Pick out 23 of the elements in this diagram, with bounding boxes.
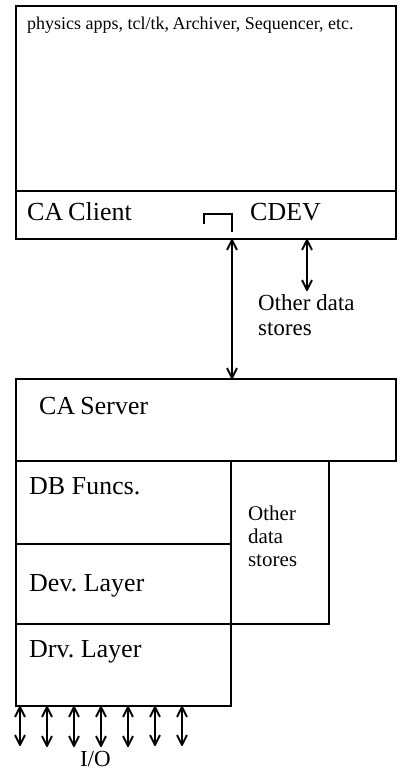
node-label: physics apps, tcl/tk, Archiver, Sequencer, etc.	[27, 13, 354, 35]
double-arrow	[301, 239, 313, 291]
node-label: CA Client	[27, 198, 132, 227]
node-label: CA Server	[39, 392, 148, 421]
node-label: Other data stores	[258, 290, 356, 341]
node-label: Dev. Layer	[29, 569, 144, 598]
node-label: DB Funcs.	[29, 472, 140, 501]
layer-box	[230, 460, 330, 625]
double-arrow	[226, 239, 238, 379]
client-box	[15, 5, 397, 240]
double-arrow	[14, 706, 26, 746]
node-label: Drv. Layer	[29, 635, 142, 664]
double-arrow	[68, 706, 80, 747]
double-arrow	[149, 706, 161, 746]
double-arrow	[176, 706, 188, 746]
double-arrow	[122, 706, 134, 747]
layer-box	[15, 378, 397, 462]
double-arrow	[41, 706, 53, 747]
layer-box	[15, 623, 232, 707]
double-arrow	[95, 706, 107, 747]
node-label: CDEV	[250, 198, 321, 227]
node-label: Other data stores	[248, 502, 298, 572]
node-label: I/O	[80, 746, 112, 772]
